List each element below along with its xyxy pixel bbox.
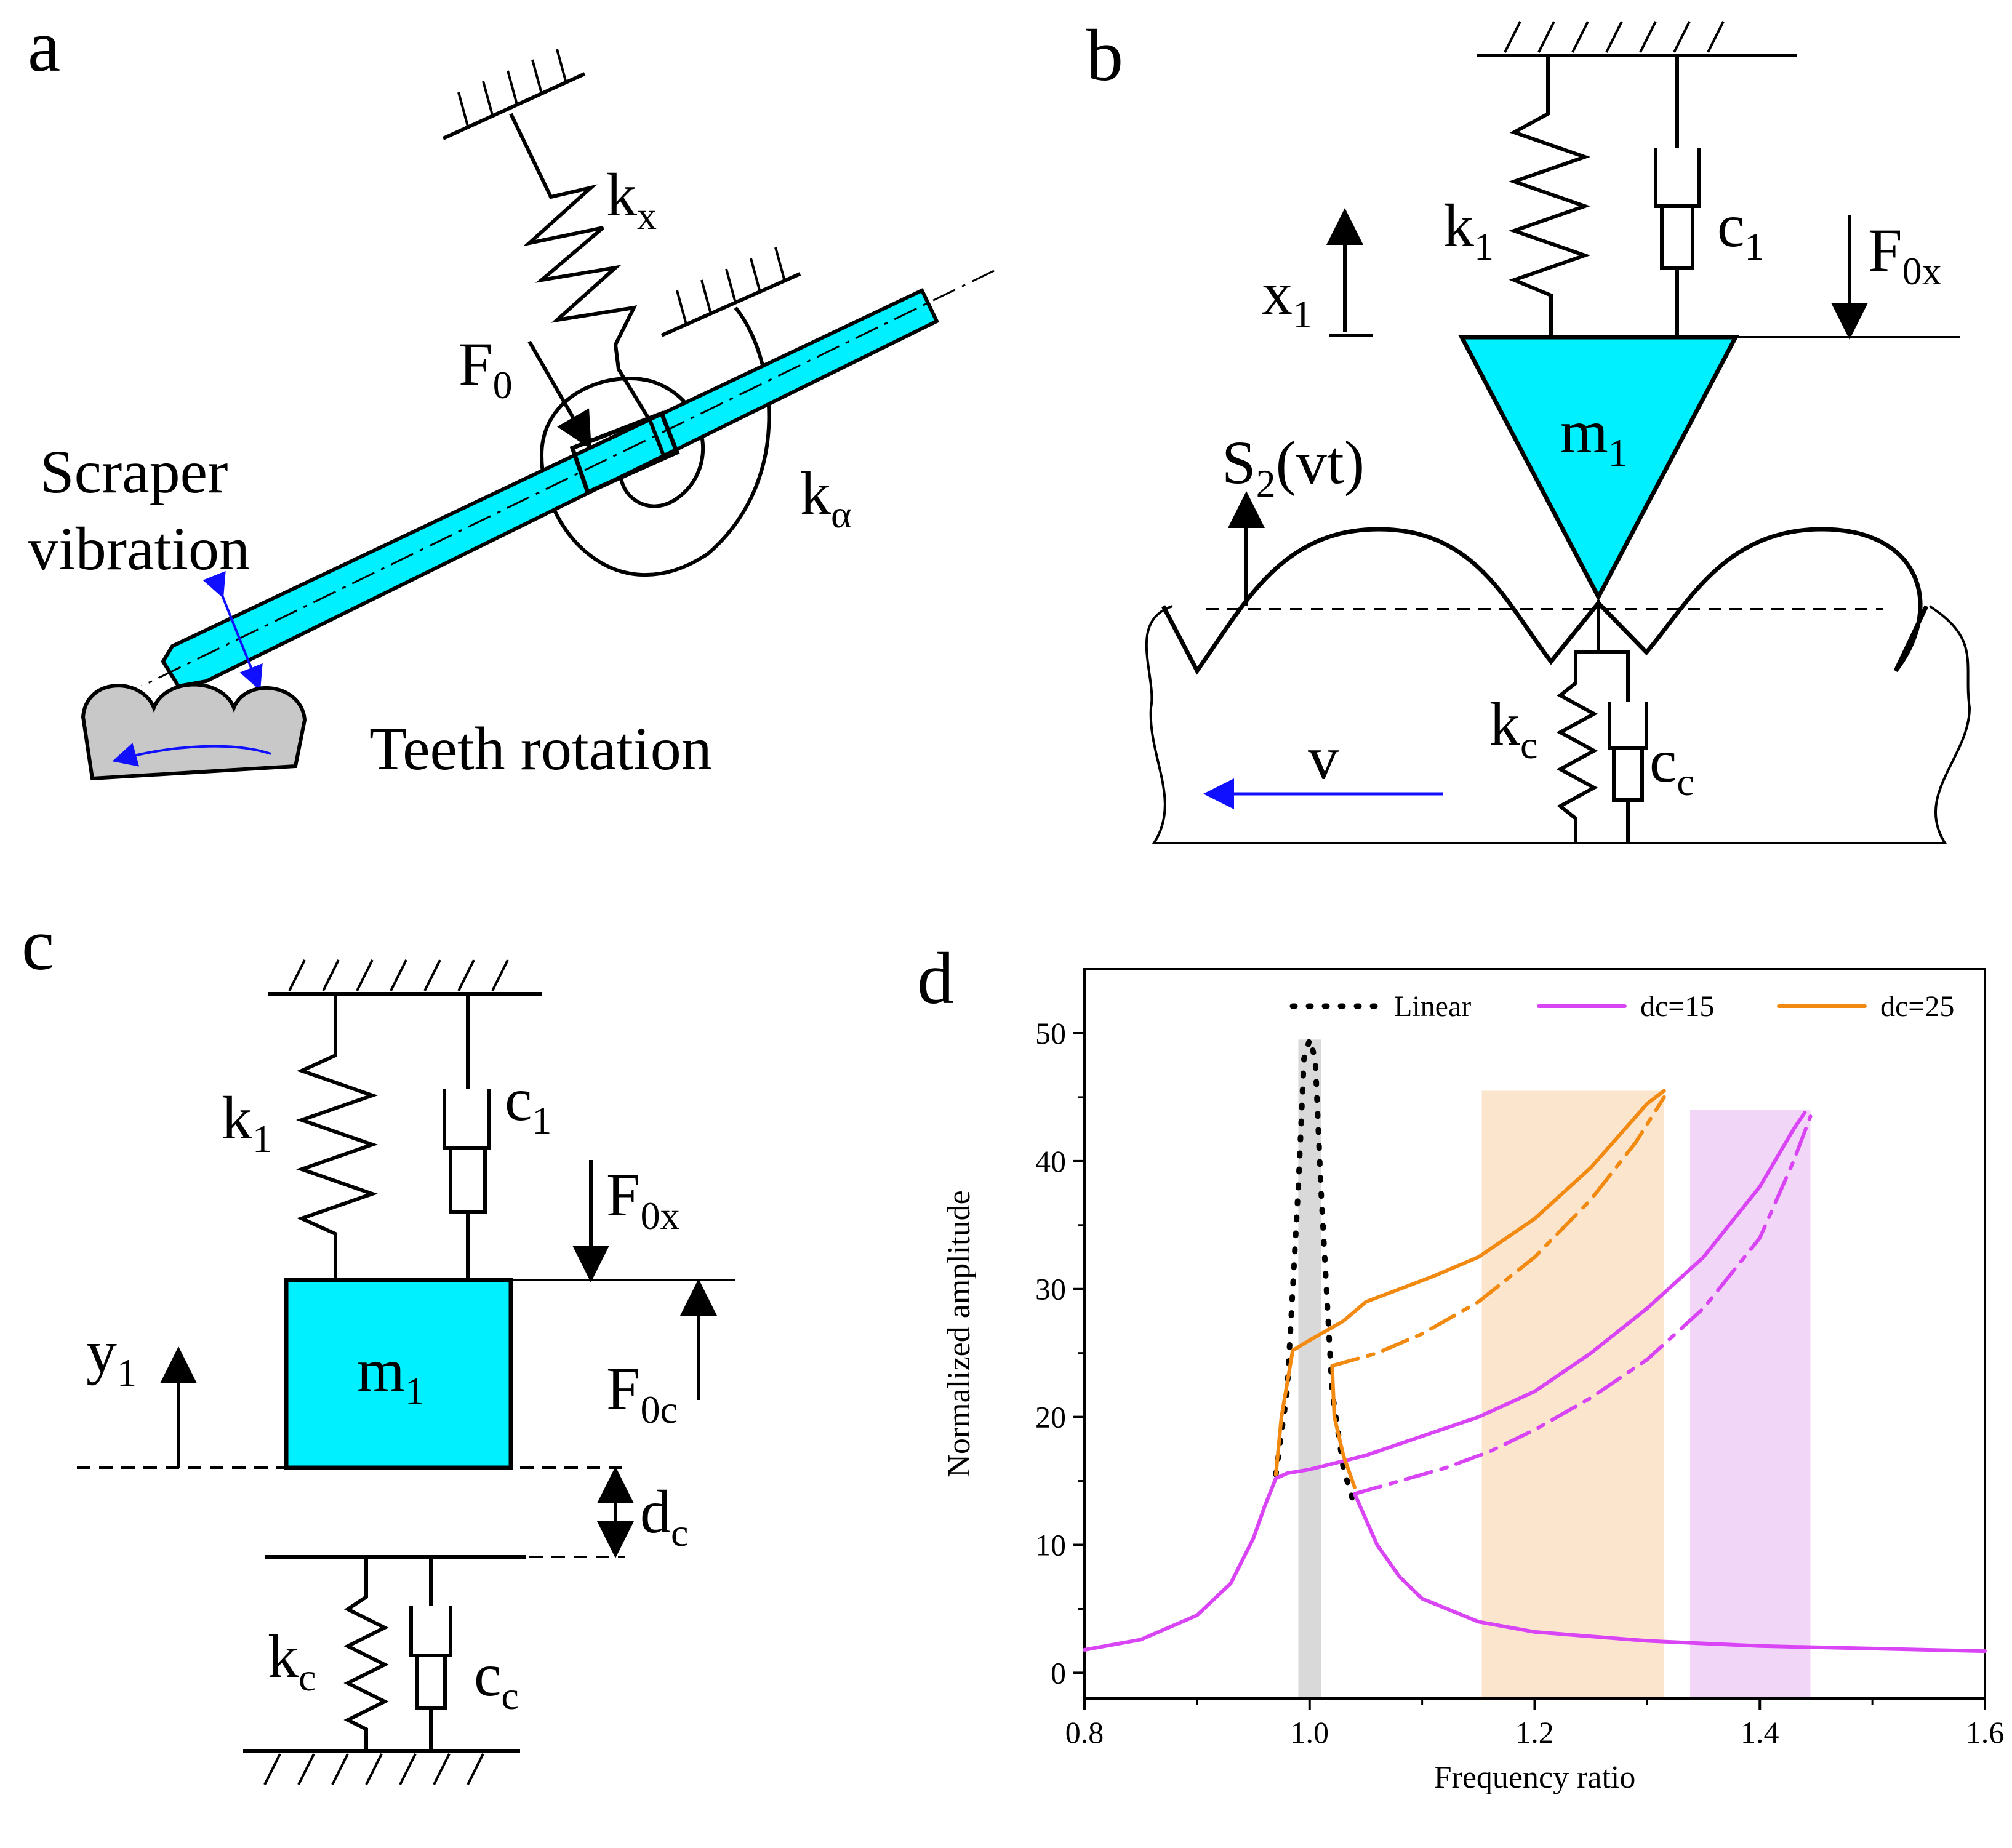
x-tick-label-4: 1.6	[1966, 1715, 2005, 1750]
panel-a-kx-label: kx	[606, 161, 657, 238]
series-line-5	[1330, 1095, 1666, 1368]
x-tick-label-1: 1.0	[1291, 1715, 1329, 1750]
y-tick-label-0: 0	[1051, 1655, 1066, 1690]
x-tick-label-3: 1.4	[1741, 1715, 1779, 1750]
x-tick-label-0: 0.8	[1065, 1715, 1104, 1750]
panel-b-kc-label: kc	[1489, 690, 1537, 767]
series-line-1	[1083, 1110, 1807, 1652]
panel-c-f0c-label: F0c	[606, 1354, 678, 1431]
panel-c-k1-label: k1	[222, 1084, 272, 1161]
panel-b-spring-kc	[1556, 600, 1600, 843]
legend-label-2: dc=25	[1880, 990, 1954, 1023]
panel-b-k1-label: k1	[1443, 191, 1494, 268]
panel-c-f0x-label: F0x	[606, 1161, 680, 1238]
panel-c-dc-label: dc	[640, 1478, 688, 1554]
panel-b-mass-triangle	[1458, 335, 1739, 602]
y-tick-label-1: 10	[1035, 1528, 1066, 1562]
panel-a-clamp	[569, 410, 680, 495]
series-line-2	[1352, 1114, 1813, 1496]
y-tick-label-4: 40	[1035, 1144, 1066, 1178]
panel-a-teeth-label: Teeth rotation	[369, 714, 712, 783]
x-axis-label: Frequency ratio	[1434, 1760, 1636, 1795]
panel-b-ground-top	[1477, 21, 1797, 57]
panel-b-m1-label: m1	[1560, 398, 1628, 474]
chart-band-2	[1689, 1110, 1811, 1698]
panel-a-ground-top	[442, 49, 586, 140]
series-line-0	[1273, 1036, 1358, 1510]
panel-b-f0x-label: F0x	[1868, 216, 1942, 293]
panel-c-kc-label: kc	[268, 1622, 316, 1699]
y-axis-label: Normalized amplitude	[942, 1190, 977, 1477]
panel-a-rotational-spring	[539, 306, 771, 577]
panel-b-v-label: v	[1308, 724, 1339, 792]
y-tick-label-3: 30	[1035, 1272, 1066, 1306]
y-tick-label-2: 20	[1035, 1400, 1066, 1434]
panel-a-ground-right	[660, 247, 801, 337]
series-line-3	[1352, 1492, 1987, 1654]
panel-b: b k1 c1 F0x x1	[1086, 14, 1971, 844]
panel-b-damper-cc	[1598, 650, 1648, 843]
panel-b-x1-label: x1	[1262, 259, 1312, 336]
panel-d-letter: d	[917, 937, 954, 1019]
panel-c-ground-top	[268, 959, 542, 996]
panel-c-y1-label: y1	[86, 1318, 137, 1394]
panel-a-vibration-arrow	[202, 570, 263, 691]
panel-a: a kx kα F0	[28, 5, 995, 783]
panel-b-spring-k1	[1508, 55, 1591, 337]
panel-a-rotation-arrow	[112, 743, 271, 767]
panel-b-s2-label: S2(vt)	[1222, 428, 1365, 505]
panel-b-workpiece	[1145, 605, 1971, 844]
panel-c-c1-label: c1	[505, 1065, 551, 1142]
panel-a-centerline	[141, 270, 995, 687]
panel-a-teeth	[81, 682, 307, 781]
panel-c-damper-c1	[443, 994, 491, 1280]
panel-c: c k1 c1 F0x m1 F0	[22, 903, 735, 1785]
panel-a-ka-label: kα	[800, 459, 852, 536]
series-line-6	[1330, 1364, 1357, 1489]
panel-b-damper-c1	[1654, 55, 1701, 337]
panel-b-c1-label: c1	[1717, 191, 1764, 268]
panel-c-letter: c	[22, 903, 54, 985]
x-tick-label-2: 1.2	[1515, 1715, 1554, 1750]
panel-b-letter: b	[1086, 14, 1123, 96]
panel-a-spring-kx	[509, 113, 654, 426]
legend-label-0: Linear	[1394, 990, 1471, 1023]
panel-b-surface-profile	[1161, 527, 1929, 675]
panel-c-spring-kc	[343, 1557, 389, 1751]
panel-a-f0-label: F0	[459, 330, 513, 407]
panel-c-m1-label: m1	[357, 1336, 425, 1413]
panel-c-cc-label: cc	[474, 1641, 519, 1718]
panel-c-spring-k1	[295, 994, 379, 1280]
chart-band-1	[1481, 1090, 1664, 1698]
panel-c-damper-cc	[409, 1557, 452, 1751]
y-tick-label-5: 50	[1035, 1016, 1066, 1050]
panel-a-f0-arrow	[527, 340, 591, 450]
panel-c-ground-bottom	[243, 1749, 520, 1785]
panel-a-letter: a	[28, 5, 60, 87]
panel-a-scraper-line1: Scraper	[40, 438, 228, 506]
panel-b-cc-label: cc	[1649, 727, 1694, 804]
panel-a-scraper-line2: vibration	[28, 514, 250, 583]
legend-label-1: dc=15	[1640, 990, 1714, 1023]
series-line-4	[1273, 1089, 1666, 1477]
